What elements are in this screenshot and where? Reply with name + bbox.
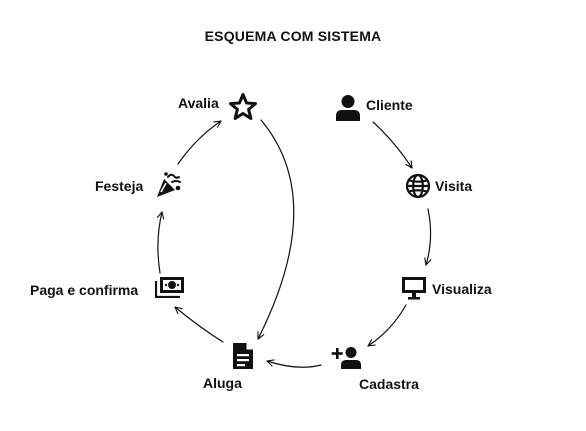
diagram-title: ESQUEMA COM SISTEMA xyxy=(204,28,382,44)
globe-icon xyxy=(405,173,431,199)
arrow-visita-visualiza xyxy=(424,208,432,266)
arrow-visualiza-cadastra xyxy=(367,304,407,347)
star-icon xyxy=(229,93,257,120)
node-label-aluga: Aluga xyxy=(203,375,242,391)
node-label-cadastra: Cadastra xyxy=(359,376,419,392)
arrow-paga-festeja xyxy=(156,211,165,274)
arrow-avalia-aluga xyxy=(257,119,295,340)
arrow-cliente-visita xyxy=(372,121,413,169)
arrow-festeja-avalia xyxy=(177,120,222,165)
node-label-avalia: Avalia xyxy=(178,95,219,111)
node-label-cliente: Cliente xyxy=(366,97,413,113)
monitor-icon xyxy=(402,277,426,300)
user-icon xyxy=(336,95,360,121)
arrow-cadastra-aluga xyxy=(266,359,322,368)
node-label-visita: Visita xyxy=(435,178,473,194)
cash-icon xyxy=(155,277,184,298)
node-label-festeja: Festeja xyxy=(95,178,144,194)
party-popper-icon xyxy=(157,172,181,197)
node-label-visualiza: Visualiza xyxy=(432,281,492,297)
node-label-paga: Paga e confirma xyxy=(30,282,139,298)
document-icon xyxy=(233,343,253,369)
arrow-aluga-paga xyxy=(174,306,224,343)
add-user-icon xyxy=(331,347,361,369)
